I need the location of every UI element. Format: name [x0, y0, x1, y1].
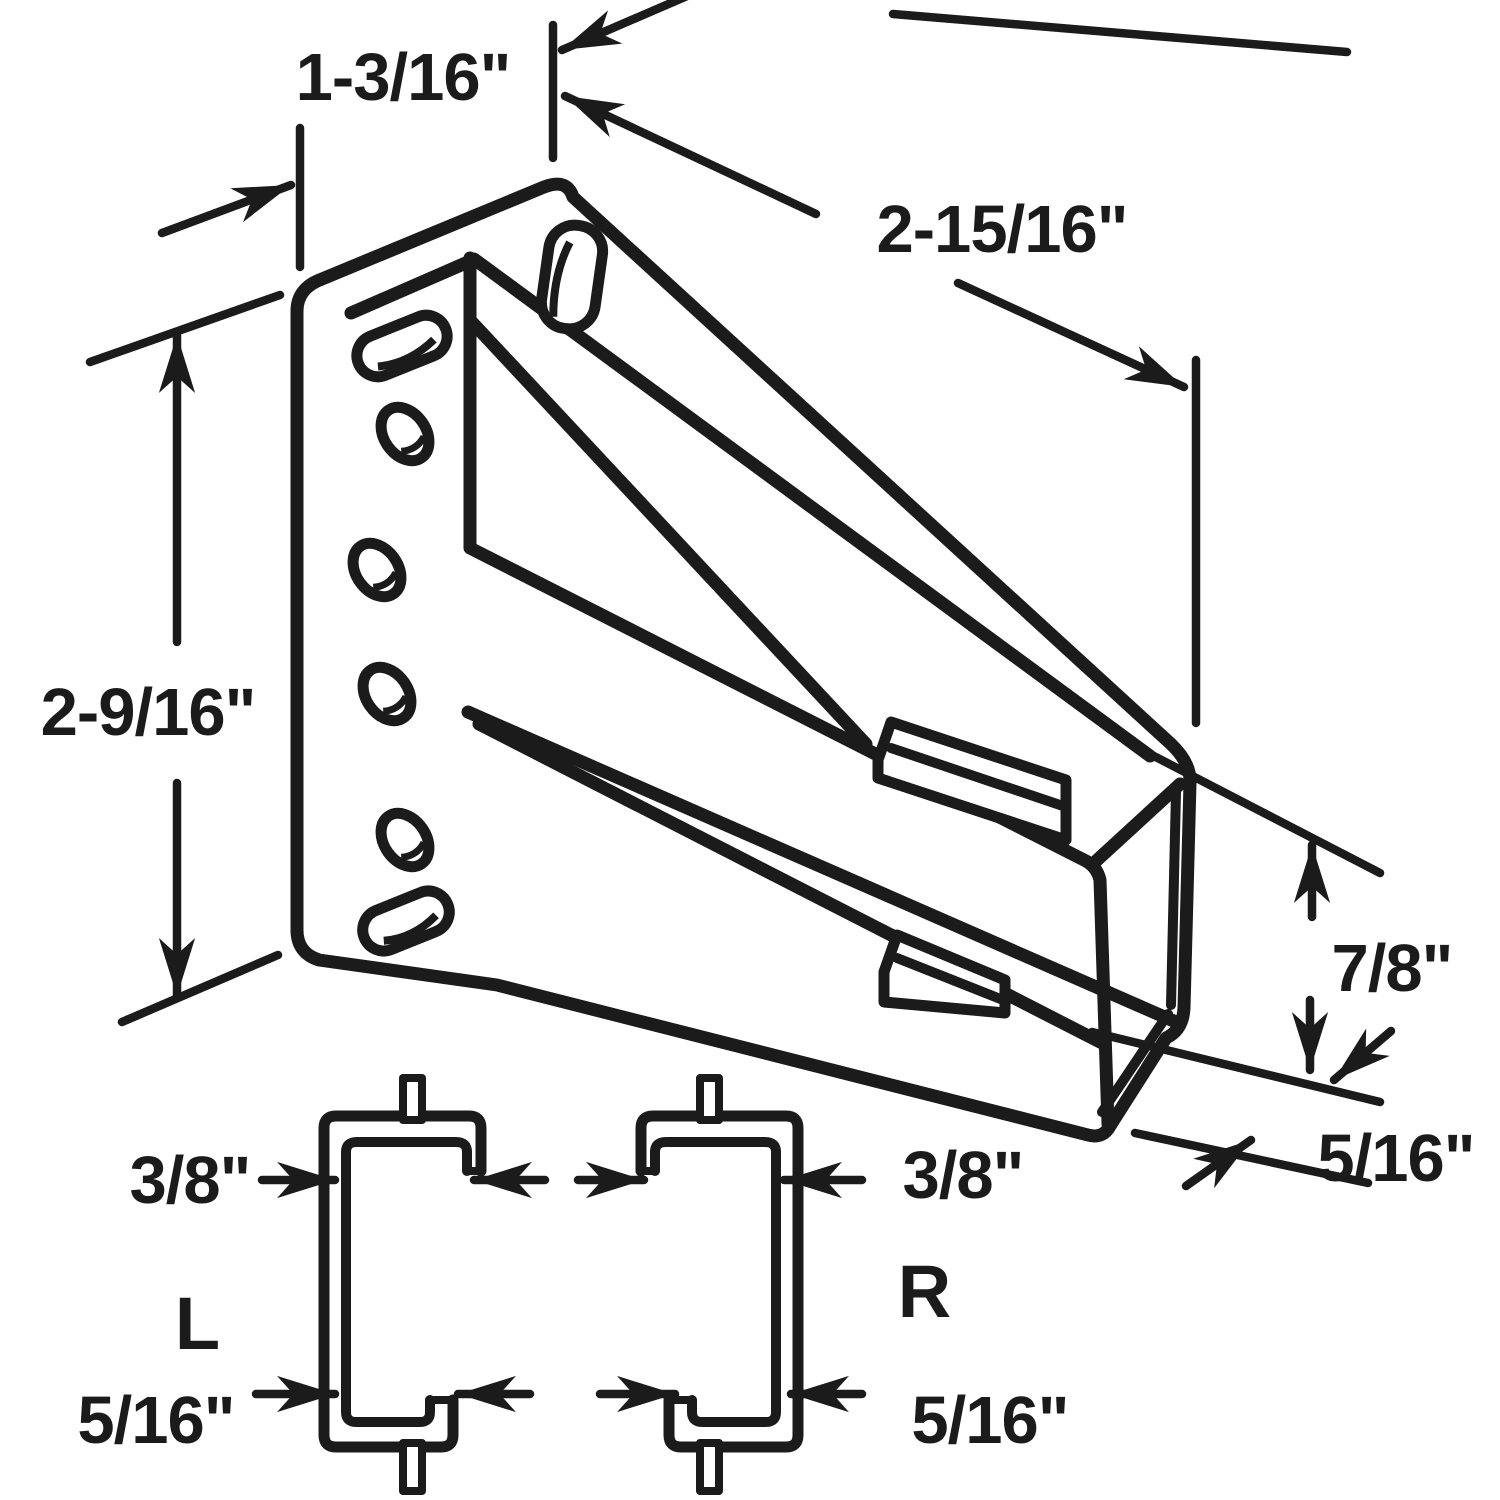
- dim-channel-height-ext-top: [1143, 748, 1385, 878]
- left-profile-tab-top: [399, 1074, 426, 1124]
- plate-hole: [347, 537, 407, 603]
- dim-arm-length-arrow-left: [560, 91, 821, 219]
- right-profile-tab-top: [696, 1074, 723, 1124]
- bottom-lip-tab: [878, 929, 1011, 1019]
- plate-hole: [357, 661, 417, 727]
- right-profile-letter: R: [898, 1250, 950, 1333]
- dim-lip-arrow-lower: [1181, 1135, 1256, 1191]
- left-profile-inner: [341, 1137, 472, 1427]
- plate-slot-bottom: [357, 885, 455, 957]
- right-profile-bottom-dim-label: 5/16": [911, 1383, 1068, 1458]
- plate-hole: [375, 401, 435, 467]
- right-profile-top-dim-label: 3/8": [903, 1138, 1024, 1213]
- cross-section-profiles: [251, 1074, 867, 1495]
- left-profile-outer: [318, 1110, 487, 1453]
- channel-end-inner-web-edge: [1166, 787, 1181, 1010]
- dim-plate-height-label: 2-9/16": [41, 675, 256, 750]
- plate-holes: [347, 401, 435, 873]
- dim-top-width-arrow-right: [557, 0, 689, 55]
- top-flange-tab: [872, 716, 1072, 846]
- dim-lip-arrow-upper: [1329, 1026, 1396, 1085]
- gusset-upper-edge: [467, 252, 1157, 763]
- left-profile-bottom-dim-label: 5/16": [77, 1383, 234, 1458]
- right-profile-inner: [650, 1137, 781, 1427]
- leader-line-top-right: [888, 9, 1352, 57]
- plate-slot-top: [351, 309, 453, 383]
- dim-plate-height-ext-bottom: [117, 950, 283, 1027]
- gusset-slot: [535, 219, 609, 335]
- right-profile-tab-bottom: [696, 1439, 723, 1495]
- plate-top-fold-line: [344, 255, 475, 320]
- dim-arm-length-label: 2-15/16": [876, 192, 1127, 267]
- dim-channel-height-ext-bottom: [1087, 1027, 1385, 1107]
- left-profile-tab-bottom: [399, 1439, 426, 1495]
- channel-web-fold-line: [461, 705, 1183, 1029]
- dim-top-width-arrow-left: [157, 180, 296, 238]
- dim-channel-height-label: 7/8": [1332, 931, 1453, 1006]
- left-profile-top-dim-label: 3/8": [130, 1143, 251, 1218]
- bracket-outline: [290, 177, 1197, 1143]
- dim-top-width-label: 1-3/16": [296, 40, 511, 115]
- right-profile: [635, 1074, 804, 1495]
- channel-end-inner-bottom-edge: [1097, 1009, 1173, 1117]
- bracket-isometric-view: [290, 177, 1197, 1143]
- channel-top-near-edge: [463, 541, 1115, 1131]
- channel-end-top-edge: [1088, 777, 1187, 869]
- right-profile-outer: [635, 1110, 804, 1453]
- dim-lip-height-label: 5/16": [1317, 1121, 1474, 1196]
- dim-plate-height-ext-top: [85, 290, 285, 367]
- dim-lip-ext-line: [1130, 1128, 1373, 1188]
- profile-dimension-arrows: [251, 1161, 867, 1413]
- left-profile-letter: L: [175, 1282, 219, 1365]
- dim-arm-length-arrow-right: [953, 278, 1189, 392]
- left-profile: [318, 1074, 487, 1495]
- dimension-annotations: [85, 0, 1396, 1191]
- plate-hole: [375, 807, 435, 873]
- gusset-lower-edge: [463, 313, 873, 751]
